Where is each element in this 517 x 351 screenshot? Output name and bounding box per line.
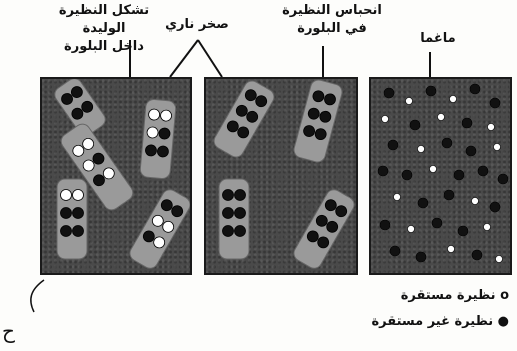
legend-unstable-symbol: ● (498, 314, 509, 329)
crystal-body (211, 79, 277, 160)
unstable-isotope-dot (235, 226, 246, 237)
unstable-isotope-dot (235, 208, 246, 219)
crystal (291, 187, 356, 271)
stable-isotope-dot (160, 110, 172, 122)
unstable-isotope-dot (458, 226, 468, 236)
unstable-isotope-dot (498, 174, 508, 184)
panel-entrapment (204, 77, 358, 275)
crystal (127, 187, 190, 271)
crystal (211, 79, 277, 160)
panel-nucleation-drawing (42, 79, 190, 273)
panel-entrapment-drawing (206, 79, 356, 273)
unstable-isotope-dot (145, 144, 157, 156)
stable-isotope-dot (408, 226, 415, 233)
unstable-isotope-dot (388, 140, 398, 150)
stable-isotope-dot (148, 109, 160, 121)
unstable-isotope-dot (442, 138, 452, 148)
unstable-isotope-dot (410, 120, 420, 130)
unstable-isotope-dot (223, 226, 234, 237)
panel-nucleation (40, 77, 192, 275)
unstable-isotope-dot (61, 226, 72, 237)
unstable-isotope-dot (416, 252, 426, 262)
legend-unstable: ● نظيرة غير مستقرة (371, 314, 509, 329)
legend-stable: o نظيرة مستقرة (401, 288, 509, 303)
unstable-isotope-dot (426, 86, 436, 96)
crystal-body (219, 179, 249, 259)
unstable-isotope-dot (61, 208, 72, 219)
stable-isotope-dot (147, 127, 159, 139)
unstable-isotope-dot (223, 190, 234, 201)
stable-isotope-dot (494, 144, 501, 151)
unstable-isotope-dot (73, 208, 84, 219)
unstable-isotope-dot (157, 146, 169, 158)
stable-isotope-dot (488, 124, 495, 131)
stable-isotope-dot (418, 146, 425, 153)
unstable-isotope-dot (470, 84, 480, 94)
unstable-isotope-dot (418, 198, 428, 208)
unstable-isotope-dot (380, 220, 390, 230)
unstable-isotope-dot (490, 98, 500, 108)
legend-stable-text: نظيرة مستقرة (401, 288, 496, 303)
stable-isotope-dot (496, 256, 503, 263)
corner-mark: ح (2, 322, 15, 340)
crystal (219, 179, 249, 259)
crystal (140, 99, 177, 179)
stable-isotope-dot (484, 224, 491, 231)
unstable-isotope-dot (490, 202, 500, 212)
legend-stable-symbol: o (500, 288, 509, 303)
unstable-isotope-dot (444, 190, 454, 200)
stable-isotope-dot (61, 190, 72, 201)
legend-unstable-text: نظيرة غير مستقرة (371, 314, 493, 329)
unstable-isotope-dot (390, 246, 400, 256)
unstable-isotope-dot (462, 118, 472, 128)
stable-isotope-dot (73, 190, 84, 201)
unstable-isotope-dot (472, 250, 482, 260)
unstable-isotope-dot (478, 166, 488, 176)
unstable-isotope-dot (402, 170, 412, 180)
stable-isotope-dot (450, 96, 457, 103)
stable-isotope-dot (438, 114, 445, 121)
crystal (292, 79, 344, 164)
unstable-isotope-dot (466, 146, 476, 156)
stable-isotope-dot (382, 116, 389, 123)
crystal-body (127, 187, 190, 271)
crystal-body (291, 187, 356, 271)
unstable-isotope-dot (378, 166, 388, 176)
unstable-isotope-dot (432, 218, 442, 228)
panel-magma-drawing (371, 79, 510, 273)
unstable-isotope-dot (223, 208, 234, 219)
stable-isotope-dot (448, 246, 455, 253)
stable-isotope-dot (472, 198, 479, 205)
unstable-isotope-dot (73, 226, 84, 237)
stable-isotope-dot (430, 166, 437, 173)
crystal-body (57, 179, 87, 259)
unstable-isotope-dot (454, 170, 464, 180)
unstable-isotope-dot (235, 190, 246, 201)
stable-isotope-dot (394, 194, 401, 201)
unstable-isotope-dot (384, 88, 394, 98)
panel-magma (369, 77, 512, 275)
stable-isotope-dot (406, 98, 413, 105)
crystal (57, 179, 87, 259)
unstable-isotope-dot (159, 128, 171, 140)
